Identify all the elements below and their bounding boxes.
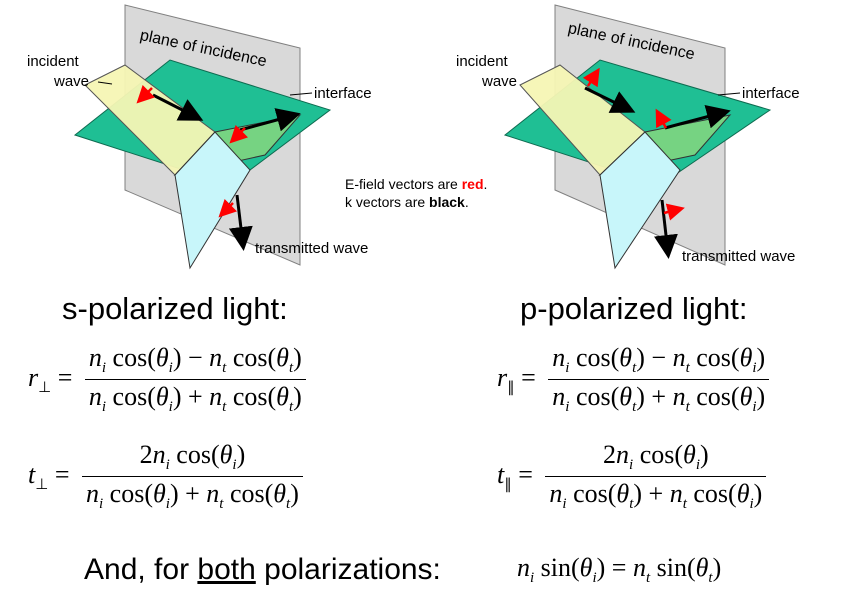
- eq-snell: ni sin(θi) = nt sin(θt): [517, 553, 722, 587]
- right-diagram: [503, 4, 772, 270]
- left-reflected-k-vector: [239, 108, 301, 132]
- left-incident-pointer: [97, 81, 113, 85]
- left-reflected-e-vector: [229, 124, 249, 144]
- eq-r-perp-numerator: ni cos(θi) − nt cos(θt): [84, 343, 306, 381]
- left-transmitted-e-vector: [218, 198, 238, 218]
- eq-r-par: r∥ = ni cos(θt) − nt cos(θi) ni cos(θt) …: [497, 343, 770, 416]
- right-reflected-k-vector: [664, 105, 731, 130]
- right-transmitted-label: transmitted wave: [682, 248, 796, 265]
- eq-r-perp: r⊥ = ni cos(θi) − nt cos(θt) ni cos(θi) …: [28, 343, 306, 416]
- both-polarizations-text: And, for both polarizations:: [84, 553, 441, 587]
- eq-t-perp-denominator: ni cos(θi) + nt cos(θt): [85, 479, 299, 513]
- p-polarized-heading: p-polarized light:: [520, 291, 748, 326]
- legend-k-emph: black: [429, 194, 465, 210]
- eq-t-perp-fraction: 2ni cos(θi) ni cos(θi) + nt cos(θt): [81, 440, 303, 513]
- eq-r-perp-lhs: r⊥ =: [28, 362, 73, 396]
- legend-e-field: E-field vectors are red.: [345, 176, 487, 193]
- eq-t-par-numerator: 2ni cos(θi): [545, 440, 767, 478]
- legend-k-suffix: .: [464, 194, 469, 210]
- right-transmitted-e-vector: [663, 203, 685, 221]
- left-incident-e-vector: [136, 84, 156, 104]
- eq-t-perp-lhs: t⊥ =: [28, 459, 70, 493]
- legend-k-vector: k vectors are black.: [345, 194, 469, 211]
- eq-t-perp: t⊥ = 2ni cos(θi) ni cos(θi) + nt cos(θt): [28, 440, 303, 513]
- left-incident-label-2: wave: [54, 73, 90, 90]
- left-transmitted-wave-sheet: [174, 131, 251, 270]
- legend-e-prefix: E-field vectors are: [345, 176, 462, 192]
- eq-r-perp-fraction: ni cos(θi) − nt cos(θt) ni cos(θi) + nt …: [84, 343, 306, 416]
- s-polarized-heading: s-polarized light:: [62, 291, 288, 326]
- left-incident-label-1: incident: [27, 53, 79, 70]
- eq-r-par-numerator: ni cos(θt) − nt cos(θi): [548, 343, 770, 381]
- right-incident-label-2: wave: [482, 73, 518, 90]
- legend-e-emph: red: [461, 176, 484, 192]
- both-underlined: both: [197, 553, 256, 586]
- right-interface-pointer: [717, 92, 741, 96]
- left-diagram: [73, 4, 332, 270]
- eq-r-par-lhs: r∥ =: [497, 362, 536, 396]
- both-suffix: polarizations:: [255, 553, 441, 586]
- right-incident-e-vector: [582, 67, 600, 88]
- eq-r-par-denominator: ni cos(θt) + nt cos(θi): [552, 382, 766, 416]
- legend-e-suffix: .: [483, 176, 488, 192]
- legend-k-prefix: k vectors are: [345, 194, 430, 210]
- right-incident-label-1: incident: [456, 53, 508, 70]
- eq-t-par-denominator: ni cos(θt) + nt cos(θi): [549, 479, 763, 513]
- right-transmitted-k-vector: [654, 199, 678, 259]
- left-interface-pointer: [289, 92, 313, 96]
- right-incident-k-vector: [584, 86, 636, 113]
- eq-t-perp-numerator: 2ni cos(θi): [81, 440, 303, 478]
- left-transmitted-label: transmitted wave: [255, 240, 369, 257]
- right-reflected-e-vector: [655, 108, 672, 129]
- eq-r-perp-denominator: ni cos(θi) + nt cos(θt): [88, 382, 302, 416]
- left-interface-label: interface: [314, 85, 372, 102]
- eq-t-par: t∥ = 2ni cos(θi) ni cos(θt) + nt cos(θi): [497, 440, 767, 513]
- eq-t-par-lhs: t∥ =: [497, 459, 533, 493]
- left-incident-k-vector: [152, 93, 204, 121]
- diagrams-svg: [73, 4, 772, 270]
- left-transmitted-k-vector: [228, 194, 253, 251]
- eq-r-par-fraction: ni cos(θt) − nt cos(θi) ni cos(θt) + nt …: [548, 343, 770, 416]
- both-prefix: And, for: [84, 553, 198, 586]
- eq-t-par-fraction: 2ni cos(θi) ni cos(θt) + nt cos(θi): [545, 440, 767, 513]
- right-transmitted-wave-sheet: [599, 131, 681, 270]
- right-interface-label: interface: [742, 85, 800, 102]
